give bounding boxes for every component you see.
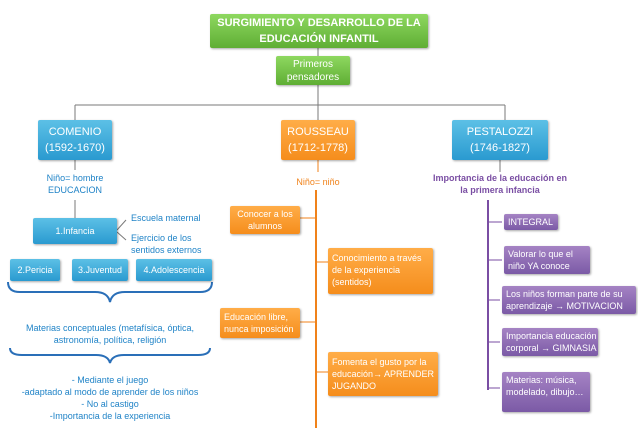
rousseau-name: ROUSSEAU [287,126,349,138]
rousseau-box: ROUSSEAU (1712-1778) [281,120,355,160]
comenio-box: COMENIO (1592-1670) [38,120,112,160]
rousseau-item-2: Conocimiento a través de la experiencia … [328,248,433,294]
escuela-maternal: Escuela maternal [131,213,201,223]
pestalozzi-item-5: Materias: música, modelado, dibujo… [502,372,590,412]
pestalozzi-item-2: Valorar lo que el niño YA conoce [504,246,590,274]
comenio-dates: (1592-1670) [45,142,105,154]
pestalozzi-item-1: INTEGRAL [504,214,558,230]
ejercicio-sentidos: Ejercicio de los sentidos externos [131,233,202,255]
infancia-box: 1.Infancia [33,218,117,244]
pestalozzi-box: PESTALOZZI (1746-1827) [452,120,548,160]
comenio-point-1: - Mediante el juego [71,375,149,385]
pestalozzi-name: PESTALOZZI [466,126,534,138]
comenio-point-2: -adaptado al modo de aprender de los niñ… [21,387,199,397]
pestalozzi-dates: (1746-1827) [470,142,530,154]
rousseau-item-1: Conocer a los alumnos [230,206,300,234]
stage-pericia: 2.Pericia [10,259,60,281]
subtitle-box: Primeros pensadores [276,56,350,85]
rousseau-item-4: Fomenta el gusto por la educación→ APREN… [328,352,438,396]
pestalozzi-item-4: Importancia educación corporal → GIMNASI… [502,328,598,356]
pestalozzi-principle: Importancia de la educación en la primer… [432,173,568,195]
comenio-point-4: -Importancia de la experiencia [49,411,171,421]
comenio-point-3: - No al castigo [81,399,139,409]
stage-juventud: 3.Juventud [72,259,128,281]
comenio-name: COMENIO [48,126,102,138]
pestalozzi-item-3: Los niños forman parte de su aprendizaje… [502,286,636,314]
rousseau-dates: (1712-1778) [288,142,348,154]
comenio-principle: Niño= hombre EDUCACION [46,173,104,195]
title-box: SURGIMIENTO Y DESARROLLO DE LA EDUCACIÓN… [210,14,428,48]
rousseau-item-3: Educación libre, nunca imposición [220,308,300,338]
stage-adolescencia: 4.Adolescencia [136,259,212,281]
materias-conceptuales: Materias conceptuales (metafísica, óptic… [25,323,195,345]
rousseau-principle: Niño= niño [296,177,340,187]
